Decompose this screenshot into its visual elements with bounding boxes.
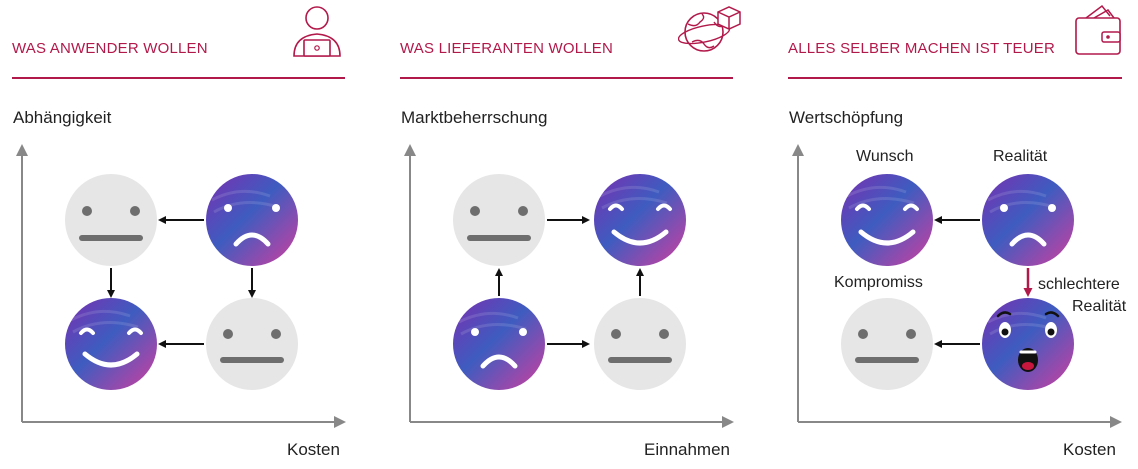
x-axis-label: Kosten [1063,440,1116,459]
x-axis-label: Kosten [287,440,340,459]
label-worse-reality-line1: schlechtere [1038,276,1120,293]
y-axis-label: Abhängigkeit [13,108,112,127]
globe-package-icon [678,6,741,52]
face-sad-top-right [206,174,298,266]
title-divider [400,77,733,79]
diagram-diy [792,144,1122,428]
face-happy-top-right [594,174,686,266]
y-axis-label: Marktbeherrschung [401,108,548,127]
wallet-icon [1075,4,1121,55]
face-sad-top-right [982,174,1074,266]
face-neutral-bottom-left [841,298,933,390]
person-laptop-icon [293,6,341,57]
diagram-suppliers [404,144,734,428]
x-axis-label: Einnahmen [644,440,731,459]
panel-suppliers: WAS LIEFERANTEN WOLLEN Marktbeherrschung… [388,0,768,469]
label-wish: Wunsch [856,148,914,165]
face-sad-bottom-left [453,298,545,390]
face-happy-bottom-left [65,298,157,390]
panel-title: ALLES SELBER MACHEN IST TEUER [788,40,1055,57]
title-divider [12,77,345,79]
face-neutral-bottom-right [594,298,686,390]
panel-users: WAS ANWENDER WOLLEN Abhängigkeit Kosten [0,0,380,469]
panel-title: WAS LIEFERANTEN WOLLEN [400,40,614,57]
panel-title: WAS ANWENDER WOLLEN [12,40,208,57]
face-neutral-top-left [65,174,157,266]
face-happy-top-left [841,174,933,266]
panel-diy: ALLES SELBER MACHEN IST TEUER Wertschöpf… [776,0,1138,469]
title-divider [788,77,1122,79]
diagram-users [16,144,346,428]
face-shocked-bottom-right [982,298,1074,390]
y-axis-label: Wertschöpfung [789,108,904,127]
face-neutral-bottom-right [206,298,298,390]
label-worse-reality-line2: Realität [1072,298,1127,315]
label-compromise: Kompromiss [834,274,923,291]
label-reality: Realität [993,148,1048,165]
face-neutral-top-left [453,174,545,266]
